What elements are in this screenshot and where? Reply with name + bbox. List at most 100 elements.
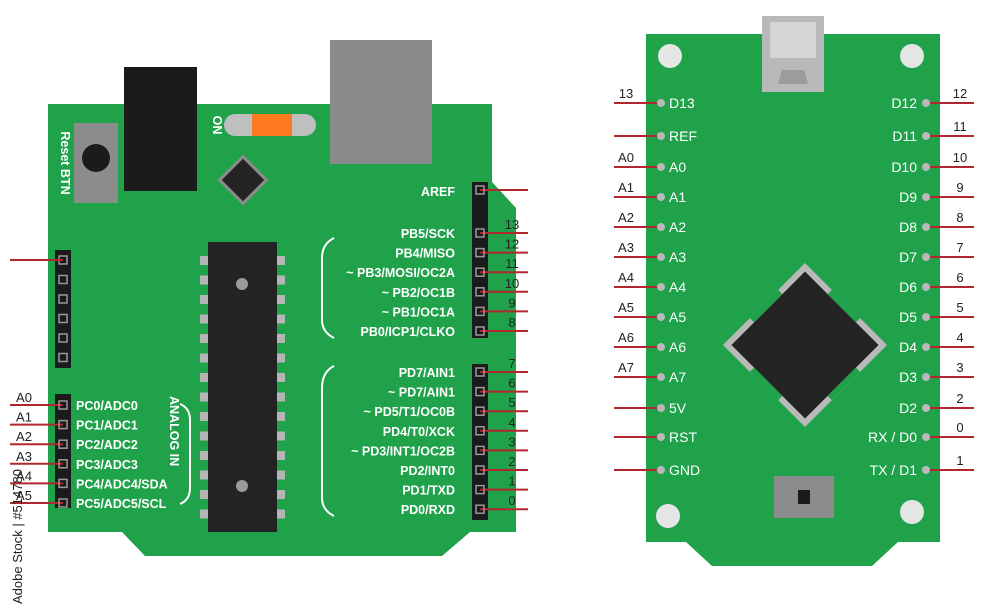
uno-digital-pin: PB0/ICP1/CLKO 8 [361, 315, 528, 339]
pin-number: 4 [508, 415, 515, 430]
pin-pad [657, 253, 665, 261]
pin-hole [475, 287, 485, 297]
dip-leg [200, 412, 210, 421]
mount-hole-bl [656, 504, 680, 528]
aref-label: AREF [421, 185, 455, 199]
nano-left-pin: D13 13 [614, 86, 695, 111]
pin-number: 7 [956, 240, 963, 255]
pin-label: 5V [669, 400, 687, 416]
pin-number: A1 [16, 410, 32, 425]
pin-label: PB4/MISO [395, 247, 455, 261]
dip-leg [200, 490, 210, 499]
pin-label: RST [669, 429, 697, 445]
pin-number: 11 [505, 256, 519, 271]
dip-leg [275, 256, 285, 265]
pin-pad [922, 223, 930, 231]
power-jack [124, 67, 197, 191]
pin-label: A7 [669, 369, 686, 385]
nano-right-pin: D33 [899, 360, 974, 385]
pin-label: PC3/ADC3 [76, 458, 138, 472]
pin-label: D2 [899, 400, 917, 416]
nano-left-pin: RST [614, 429, 697, 445]
nano-right-pin: D44 [899, 330, 974, 355]
pin-pad [922, 253, 930, 261]
digital-header-lower [472, 364, 488, 520]
pin-pad [657, 193, 665, 201]
uno-digital-pin: PB4/MISO 12 [395, 237, 528, 261]
pin-number: 8 [956, 210, 963, 225]
dip-leg [200, 295, 210, 304]
pin-pad [922, 193, 930, 201]
dip-leg [275, 373, 285, 382]
header-hole [58, 352, 68, 363]
nano-right-pin: RX / D00 [868, 420, 974, 445]
pin-number: 12 [505, 237, 519, 252]
dip-leg [275, 509, 285, 519]
pin-pad [657, 343, 665, 351]
dip-leg [275, 431, 285, 441]
pin-number: A0 [16, 390, 32, 405]
pin-pad [657, 433, 665, 441]
pin-number: 12 [953, 86, 967, 101]
pin-hole [475, 445, 485, 456]
pin-label: D5 [899, 309, 917, 325]
pin-label: A6 [669, 339, 686, 355]
pin-number: 0 [956, 420, 963, 435]
pin-hole [58, 439, 68, 449]
nano-left-pin: 5V [614, 400, 687, 416]
pin-number: 8 [508, 315, 515, 330]
dip-leg [200, 373, 210, 382]
pin-number: 2 [508, 454, 515, 469]
dip-leg [200, 275, 210, 285]
pin-hole [58, 498, 68, 508]
pin-number: 1 [956, 453, 963, 468]
uno-pcb [48, 104, 516, 556]
pin-label: D13 [669, 95, 695, 111]
on-label: ON [210, 116, 224, 135]
dip-leg [200, 392, 210, 402]
pin-number: A4 [618, 270, 634, 285]
nano-reset-cap [798, 490, 810, 504]
pin-number: 13 [619, 86, 633, 101]
dip-leg [275, 295, 285, 304]
pin-label: D9 [899, 189, 917, 205]
dip-leg [275, 470, 285, 480]
mount-hole-br [900, 500, 924, 524]
watermark-side-text: Adobe Stock | #514780 [10, 469, 25, 604]
pin-pad [657, 163, 665, 171]
dip-leg [275, 334, 285, 343]
pin-pad [922, 313, 930, 321]
nano-right-pin: D55 [899, 300, 974, 325]
pin-hole [475, 504, 485, 514]
pin-label: D10 [891, 159, 917, 175]
pin-pad [922, 132, 930, 140]
pin-number: 10 [953, 150, 967, 165]
pin-number: 9 [508, 295, 515, 310]
nano-right-pin: D66 [899, 270, 974, 295]
pin-label: ~ PD7/AIN1 [388, 386, 455, 400]
pin-pad [922, 433, 930, 441]
usb-connector [330, 40, 432, 164]
digital-lower-brace [321, 365, 335, 517]
pin-label: PB0/ICP1/CLKO [361, 325, 456, 339]
pin-number: 4 [956, 330, 963, 345]
pin-pad [657, 404, 665, 412]
nano-right-pin: D88 [899, 210, 974, 235]
pin-label: A0 [669, 159, 686, 175]
pin-label: PC2/ADC2 [76, 438, 138, 452]
